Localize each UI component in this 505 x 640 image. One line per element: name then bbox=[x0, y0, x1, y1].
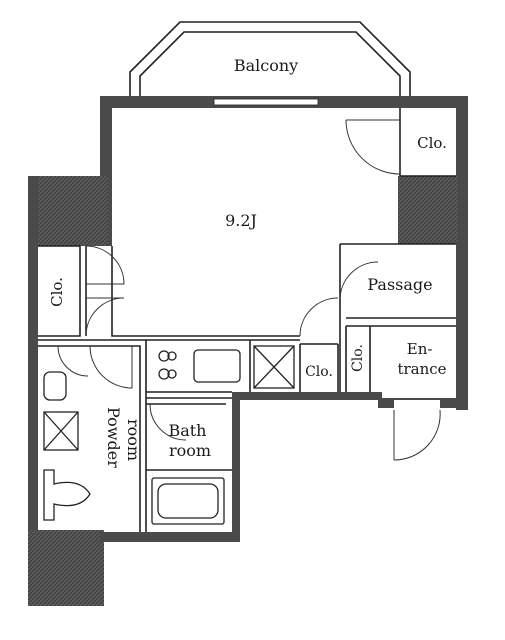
entrance-label-line2: trance bbox=[397, 360, 446, 378]
exterior-walls bbox=[28, 96, 468, 606]
balcony-label: Balcony bbox=[234, 56, 298, 75]
bath-room-label-line1: Bath bbox=[168, 421, 206, 440]
room-labels: Balcony 9.2J Clo. Passage En- trance Clo… bbox=[48, 56, 447, 473]
powder-room-label: Powder room bbox=[104, 407, 143, 473]
closet-left-label: Clo. bbox=[48, 277, 66, 307]
bath-room-label-line2: room bbox=[169, 441, 211, 460]
powder-room-label-line1: Powder bbox=[104, 407, 123, 468]
door-swings bbox=[57, 119, 441, 461]
entrance-label: En- trance bbox=[397, 340, 446, 378]
bath-room-label: Bath room bbox=[168, 421, 211, 460]
balcony bbox=[129, 21, 411, 96]
closet-kitchen-label: Clo. bbox=[305, 364, 333, 380]
closet-top-right-label: Clo. bbox=[417, 134, 447, 152]
interior-walls bbox=[38, 108, 456, 532]
closet-entrance-label: Clo. bbox=[350, 344, 366, 372]
main-room-label: 9.2J bbox=[225, 211, 257, 230]
passage-label: Passage bbox=[367, 275, 432, 294]
fixtures bbox=[43, 345, 295, 525]
entrance-label-line1: En- bbox=[407, 340, 433, 358]
powder-room-label-line2: room bbox=[124, 419, 143, 461]
